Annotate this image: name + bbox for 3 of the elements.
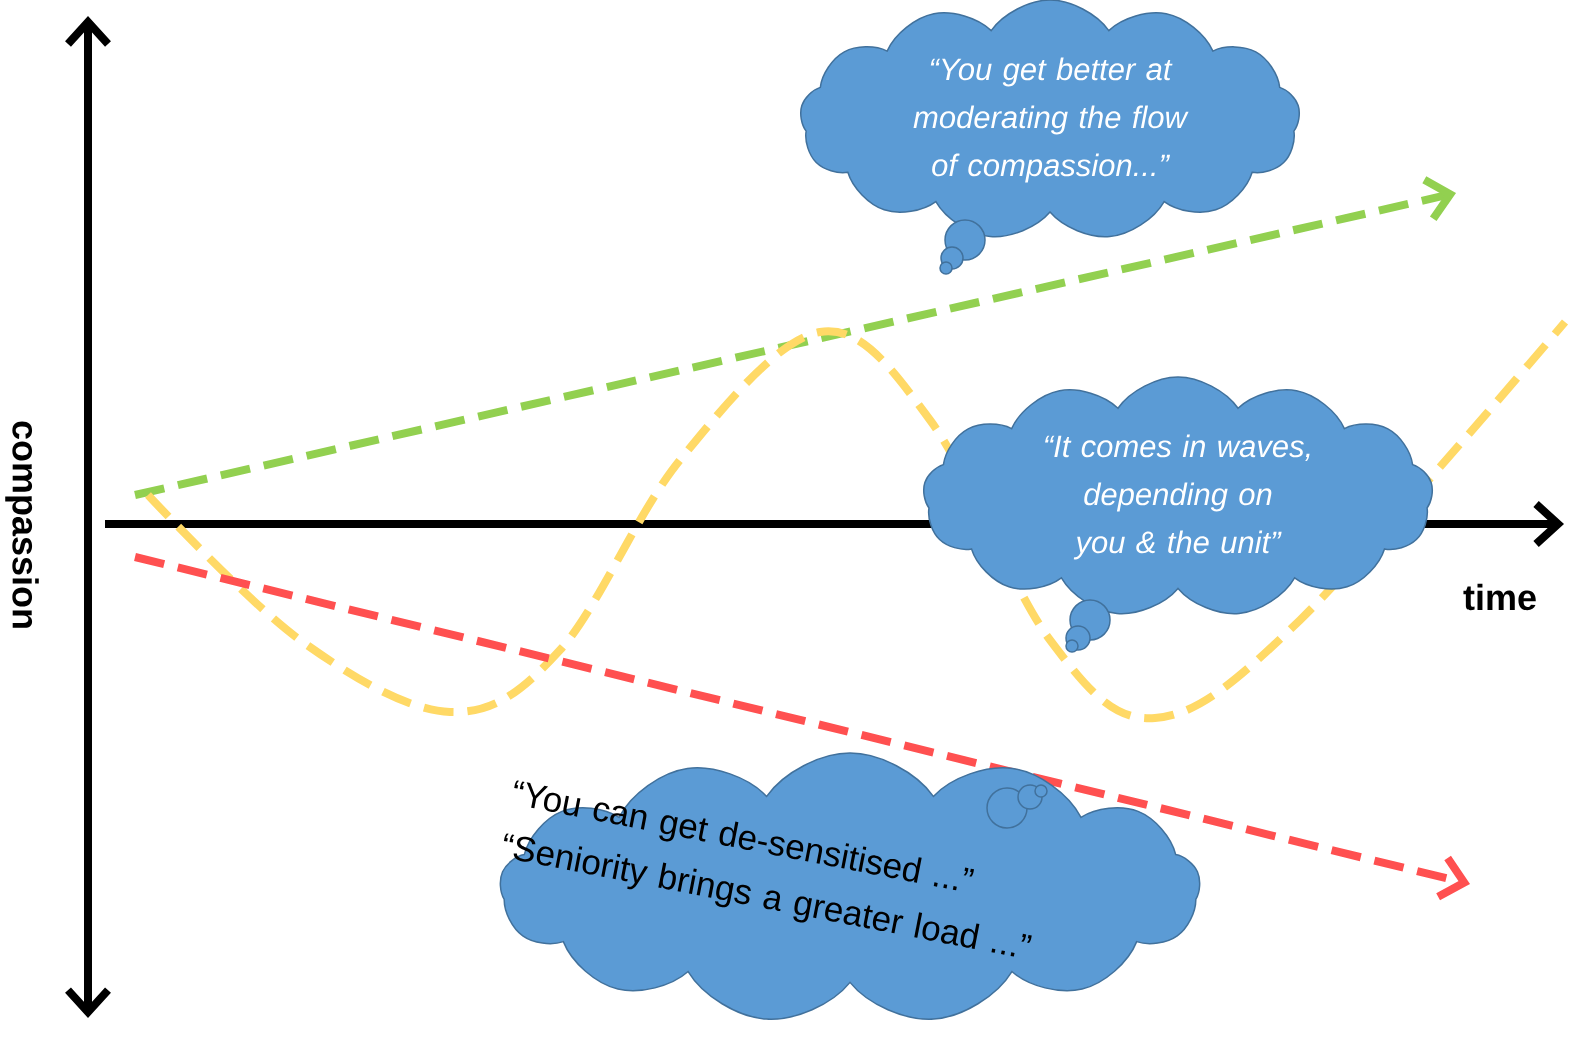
thought-cloud: “You get better at moderating the flow of compassion...” bbox=[800, 0, 1300, 275]
thought-cloud: “It comes in waves, depending on you & the unit” bbox=[923, 376, 1434, 653]
axis-label: compassion bbox=[5, 421, 39, 628]
